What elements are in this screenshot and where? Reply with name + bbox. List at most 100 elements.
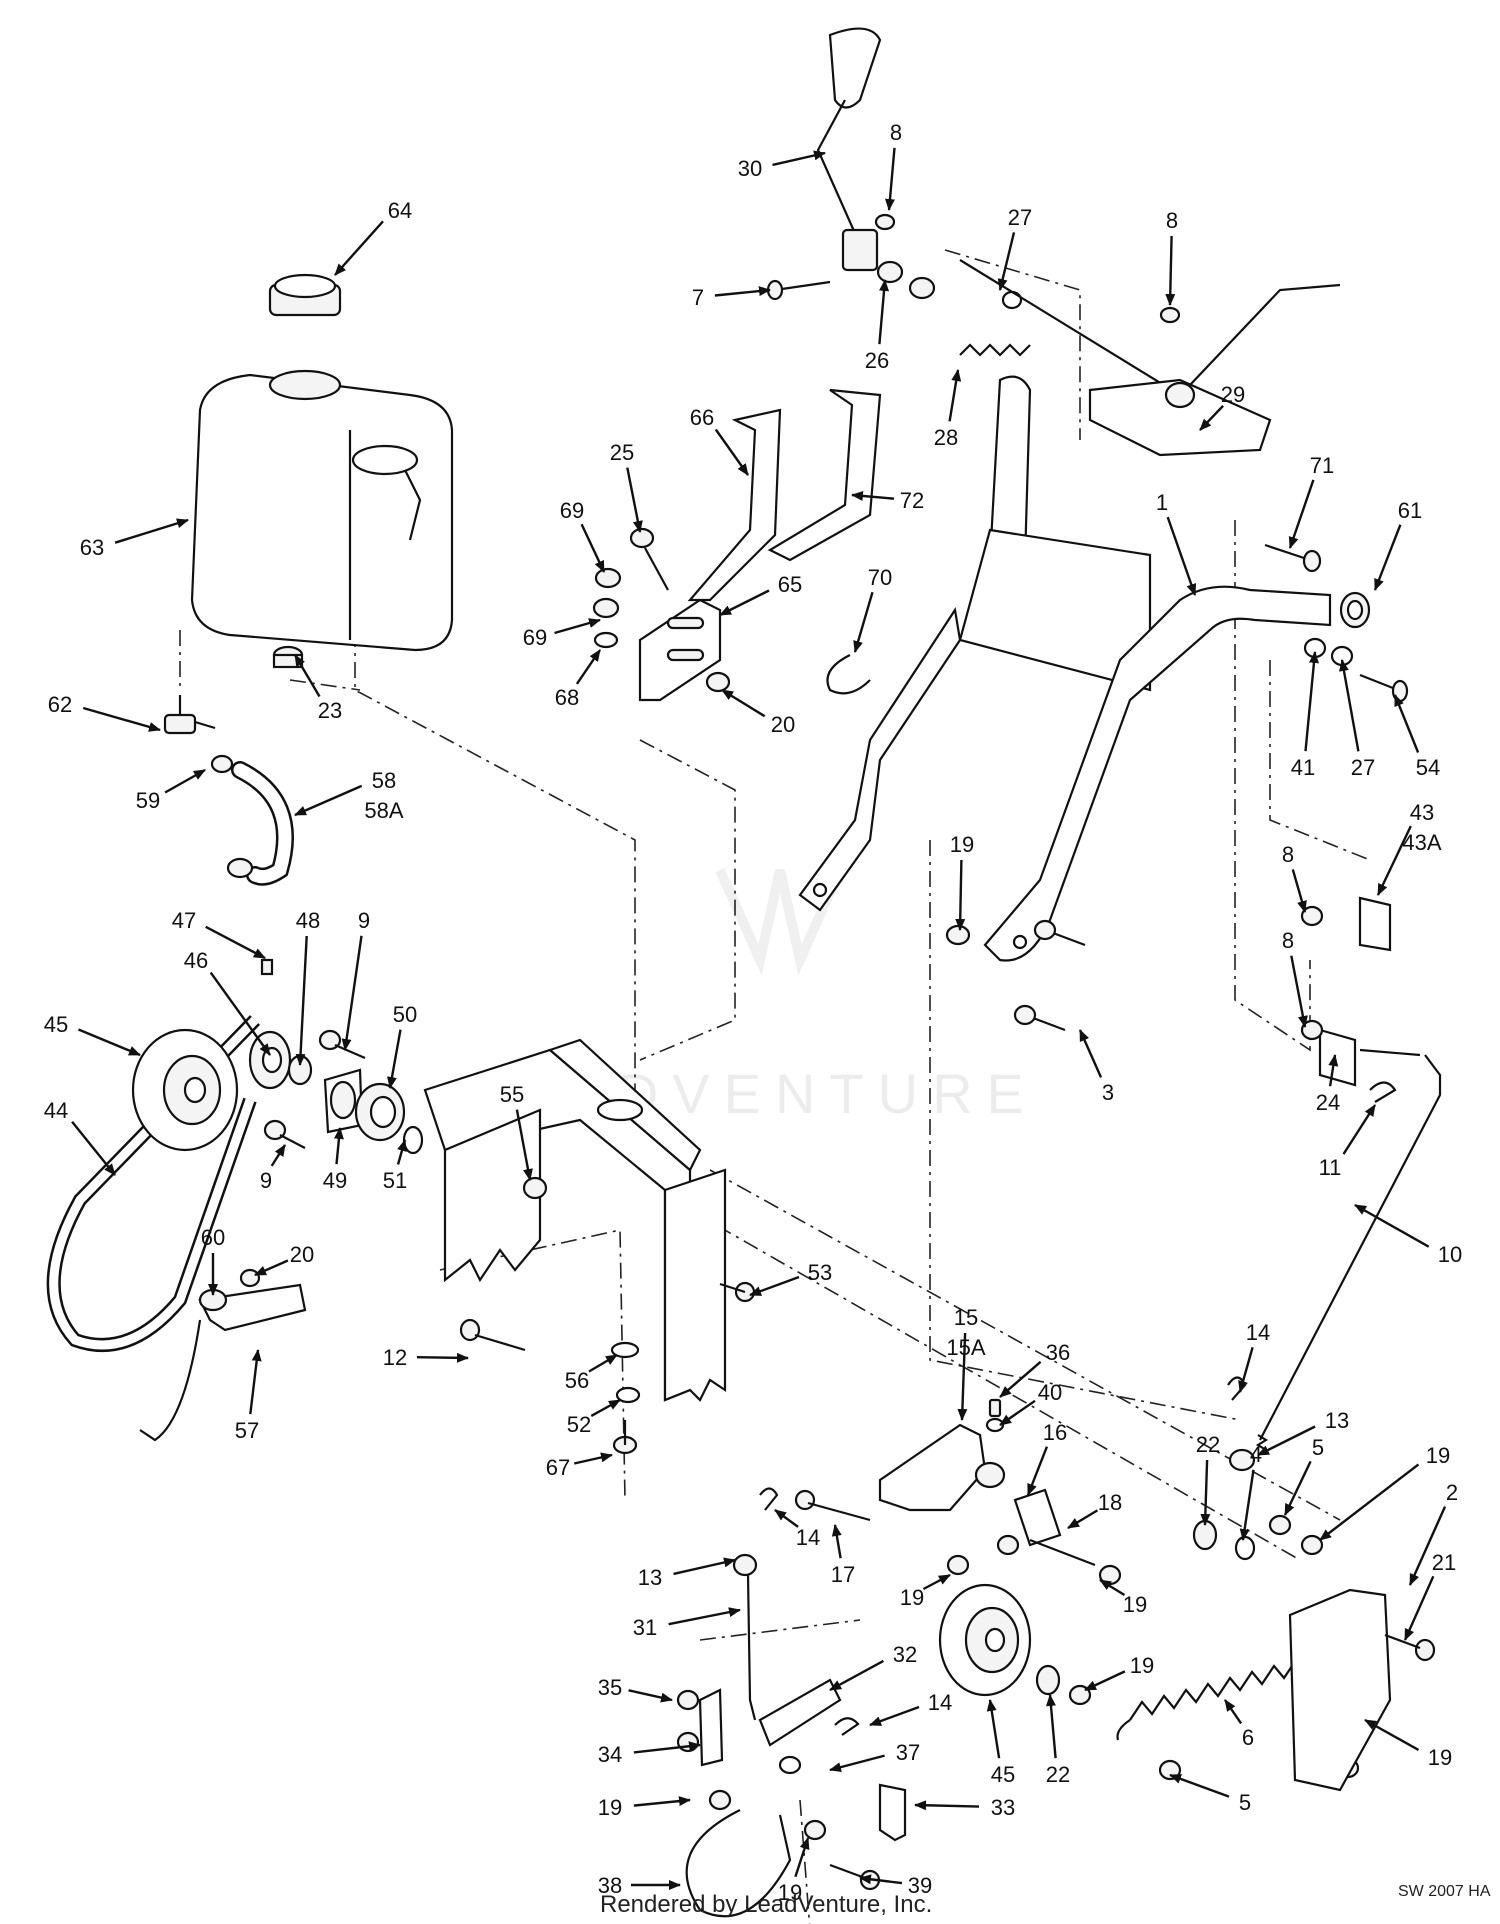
callout-c68: 68: [555, 685, 579, 710]
callout-c29: 29: [1221, 382, 1245, 407]
leader-c39: [859, 1874, 903, 1885]
leader-c54: [1393, 694, 1420, 753]
callout-c16: 16: [1043, 1420, 1067, 1445]
leader-c41: [1304, 651, 1319, 752]
leader-c10: [1354, 1203, 1430, 1248]
leader-c5a: [1283, 1460, 1312, 1516]
snap-ring-part-51: [402, 1125, 424, 1155]
leader-c51: [396, 1139, 407, 1165]
leader-c19d: [1099, 1578, 1126, 1597]
callout-c27b: 27: [1351, 755, 1375, 780]
callout-c6: 6: [1242, 1725, 1254, 1750]
callout-c5a: 5: [1312, 1435, 1324, 1460]
callout-c19e: 19: [1130, 1653, 1154, 1678]
callout-c35: 35: [598, 1675, 622, 1700]
callout-c71: 71: [1310, 453, 1334, 478]
nut-part-55: [522, 1176, 548, 1200]
callout-c34: 34: [598, 1742, 622, 1767]
callout-c14b: 14: [796, 1525, 820, 1550]
callout-c31: 31: [633, 1615, 657, 1640]
callout-c8b: 8: [1166, 208, 1178, 233]
leader-c20a: [721, 688, 766, 718]
leader-c19g: [633, 1796, 691, 1807]
callout-c10: 10: [1438, 1242, 1462, 1267]
leader-c5b: [1169, 1773, 1230, 1798]
leader-c30: [772, 150, 826, 167]
callout-c8c: 8: [1282, 842, 1294, 867]
leader-c43: [1376, 825, 1412, 896]
leader-c19h: [794, 1837, 810, 1878]
spring-part-6: [1116, 1659, 1297, 1741]
leader-c50: [387, 1029, 402, 1089]
callout-c18: 18: [1098, 1490, 1122, 1515]
leader-c22a: [1200, 1459, 1211, 1526]
bearing-flange-part-49: [323, 1068, 364, 1134]
bracket-part-34: [698, 1688, 724, 1767]
leader-c64: [334, 220, 384, 276]
callout-c12: 12: [383, 1345, 407, 1370]
leader-c8d: [1290, 955, 1308, 1028]
callout-c19d: 19: [1123, 1592, 1147, 1617]
callout-c36: 36: [1046, 1340, 1070, 1365]
callout-c24: 24: [1316, 1090, 1340, 1115]
leader-c1: [1166, 516, 1197, 596]
leader-c45b: [986, 1699, 1001, 1759]
callout-c69a: 69: [560, 498, 584, 523]
bolt-part-9a: [318, 1029, 366, 1060]
tank-bushing-part-23: [272, 645, 304, 669]
callout-c50: 50: [393, 1002, 417, 1027]
leader-c9b: [270, 1144, 287, 1167]
washer-part-68: [593, 631, 619, 649]
callout-c43a: 43A: [1402, 830, 1441, 855]
leader-c65: [719, 589, 770, 617]
band-part-38: [685, 1809, 792, 1918]
bolt-part-21: [1384, 1633, 1436, 1662]
leader-c26: [878, 279, 890, 345]
bolt-part-12: [459, 1318, 526, 1352]
pulley-part-45a: [131, 1028, 239, 1152]
callout-c19c: 19: [900, 1585, 924, 1610]
leader-c57: [249, 1349, 262, 1415]
pulley-hub-part-46: [248, 1030, 292, 1090]
grommet-part-61: [1339, 591, 1371, 629]
footer-credit: Rendered by LeadVenture, Inc.: [600, 1891, 932, 1918]
callout-c33: 33: [991, 1795, 1015, 1820]
nut-part-5: [1158, 1514, 1292, 1781]
callout-c60: 60: [201, 1225, 225, 1250]
leader-c11: [1342, 1104, 1377, 1155]
leader-c52: [590, 1398, 621, 1417]
nut-part-20a: [705, 671, 731, 693]
leader-c55: [515, 1109, 533, 1181]
hairpin-part-14b: [759, 1487, 779, 1511]
callout-c47: 47: [172, 908, 196, 933]
hose-clamp-part-59: [210, 754, 254, 879]
idler-arm-part-15: [878, 1423, 1006, 1512]
callout-c20a: 20: [771, 712, 795, 737]
leader-c35: [628, 1689, 673, 1703]
callout-c8d: 8: [1282, 928, 1294, 953]
callout-c7: 7: [692, 285, 704, 310]
leader-c27b: [1339, 659, 1360, 752]
leader-c8b: [1165, 235, 1176, 306]
leader-c13b: [673, 1557, 736, 1576]
leader-c48: [295, 935, 308, 1066]
callout-c43: 43: [1410, 800, 1434, 825]
link-part-32: [758, 1678, 842, 1747]
hairpin-part-14c: [834, 1717, 860, 1736]
mount-plate-part-65: [638, 598, 722, 702]
leader-c58: [294, 784, 363, 817]
callout-c58a: 58A: [364, 798, 403, 823]
leader-c24: [1328, 1054, 1339, 1087]
callout-c58: 58: [372, 768, 396, 793]
nuts-part-35: [676, 1689, 700, 1753]
leader-c21: [1403, 1575, 1435, 1641]
leader-c3: [1078, 1029, 1103, 1078]
callout-c67: 67: [546, 1455, 570, 1480]
bolt-part-54: [1359, 673, 1409, 703]
bolt-part-9b: [263, 1119, 306, 1149]
leader-c8a: [884, 147, 896, 211]
leader-c32: [829, 1659, 884, 1692]
nut-part-19a: [945, 924, 971, 946]
callout-c15: 15: [954, 1305, 978, 1330]
